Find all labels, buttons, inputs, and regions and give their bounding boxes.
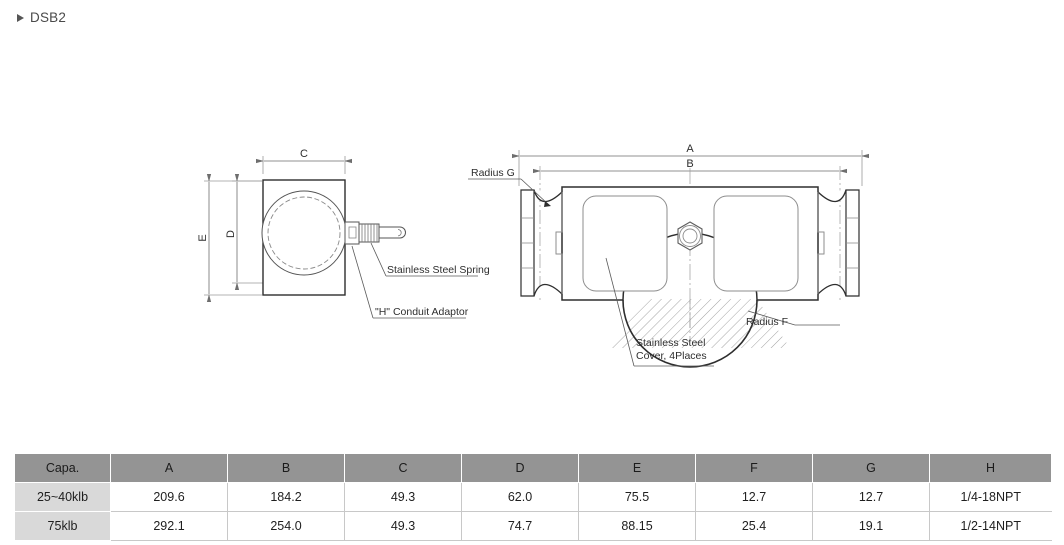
spring-bore-inner-circle bbox=[267, 196, 341, 270]
dimension-a: A bbox=[512, 143, 869, 186]
left-neck-step bbox=[555, 192, 563, 294]
table-cell-f: 12.7 bbox=[695, 482, 813, 512]
conduit-thread-lines bbox=[361, 224, 378, 242]
spring-bore-outer-circle bbox=[261, 190, 347, 276]
table-cell-d: 62.0 bbox=[461, 482, 579, 512]
callout-label-radius-g: Radius G bbox=[471, 167, 515, 179]
dimension-label-a: A bbox=[686, 143, 694, 155]
side-view: A B bbox=[468, 143, 869, 368]
callout-label-spring: Stainless Steel Spring bbox=[387, 264, 490, 276]
table-header-a: A bbox=[110, 453, 228, 483]
table-header-e: E bbox=[578, 453, 696, 483]
table-cell-c: 49.3 bbox=[344, 482, 462, 512]
table-row: 25~40klb 209.6 184.2 49.3 62.0 75.5 12.7… bbox=[14, 482, 1052, 512]
notch-radius-arc bbox=[622, 299, 758, 368]
table-cell-e: 88.15 bbox=[578, 511, 696, 541]
table-row: 75klb 292.1 254.0 49.3 74.7 88.15 25.4 1… bbox=[14, 511, 1052, 541]
table-cell-b: 254.0 bbox=[227, 511, 345, 541]
table-cell-h: 1/4-18NPT bbox=[929, 482, 1052, 512]
callout-label-radius-f: Radius F bbox=[746, 316, 788, 328]
table-header-capa: Capa. bbox=[14, 453, 111, 483]
conduit-boss-inner bbox=[348, 226, 357, 239]
front-view: C E D bbox=[197, 148, 490, 319]
callout-conduit-adaptor: "H" Conduit Adaptor bbox=[351, 245, 469, 319]
table-header-c: C bbox=[344, 453, 462, 483]
hex-boss bbox=[677, 221, 703, 251]
cover-plate-left bbox=[582, 195, 668, 292]
callout-label-conduit: "H" Conduit Adaptor bbox=[375, 306, 469, 318]
table-header-b: B bbox=[227, 453, 345, 483]
callout-label-cover-line2: Cover, 4Places bbox=[636, 350, 707, 362]
left-spool-top-arc bbox=[533, 189, 563, 203]
table-cell-capa: 75klb bbox=[14, 511, 111, 541]
right-spool-bottom-arc bbox=[817, 283, 847, 297]
table-cell-h: 1/2-14NPT bbox=[929, 511, 1052, 541]
table-header-row: Capa. A B C D E F G H bbox=[14, 453, 1052, 483]
callout-stainless-steel-spring: Stainless Steel Spring bbox=[370, 242, 490, 277]
table-cell-b: 184.2 bbox=[227, 482, 345, 512]
left-end-flange bbox=[520, 189, 563, 297]
dimension-table-container: Capa. A B C D E F G H 25~40klb 209.6 184… bbox=[14, 453, 1052, 541]
dimension-label-d: D bbox=[225, 230, 237, 238]
page-title: DSB2 bbox=[30, 10, 67, 25]
left-spool-bottom-arc bbox=[533, 283, 563, 297]
table-cell-capa: 25~40klb bbox=[14, 482, 111, 512]
technical-drawing: C E D bbox=[197, 143, 869, 368]
callout-cover: Stainless Steel Cover, 4Places bbox=[605, 257, 714, 367]
section-hatch-region bbox=[612, 299, 790, 348]
dimension-label-e: E bbox=[197, 234, 209, 241]
breadcrumb: DSB2 bbox=[17, 10, 66, 25]
table-header-h: H bbox=[929, 453, 1052, 483]
triangle-right-icon bbox=[17, 13, 24, 22]
table-cell-f: 25.4 bbox=[695, 511, 813, 541]
conduit-cap-curve bbox=[397, 229, 402, 237]
right-neck-step bbox=[817, 192, 825, 294]
table-header-f: F bbox=[695, 453, 813, 483]
conduit-adaptor-assembly bbox=[344, 221, 406, 245]
right-end-flange bbox=[817, 189, 860, 297]
callout-radius-f: Radius F bbox=[746, 310, 840, 328]
dimension-label-c: C bbox=[300, 148, 308, 160]
table-cell-g: 19.1 bbox=[812, 511, 930, 541]
table-cell-e: 75.5 bbox=[578, 482, 696, 512]
dimension-label-b: B bbox=[686, 158, 693, 170]
right-spool-top-arc bbox=[817, 189, 847, 203]
table-cell-g: 12.7 bbox=[812, 482, 930, 512]
table-cell-a: 209.6 bbox=[110, 482, 228, 512]
table-cell-c: 49.3 bbox=[344, 511, 462, 541]
table-header-d: D bbox=[461, 453, 579, 483]
callout-radius-g: Radius G bbox=[468, 167, 551, 207]
drawing-canvas: C E D bbox=[197, 143, 869, 368]
table-cell-d: 74.7 bbox=[461, 511, 579, 541]
callout-label-cover-line1: Stainless Steel bbox=[636, 337, 705, 349]
table-cell-a: 292.1 bbox=[110, 511, 228, 541]
table-header-g: G bbox=[812, 453, 930, 483]
dimension-table: Capa. A B C D E F G H 25~40klb 209.6 184… bbox=[14, 453, 1052, 541]
cover-plate-right bbox=[713, 195, 799, 292]
dimension-c: C bbox=[256, 148, 352, 174]
hex-boss-inner-circle bbox=[682, 228, 698, 244]
